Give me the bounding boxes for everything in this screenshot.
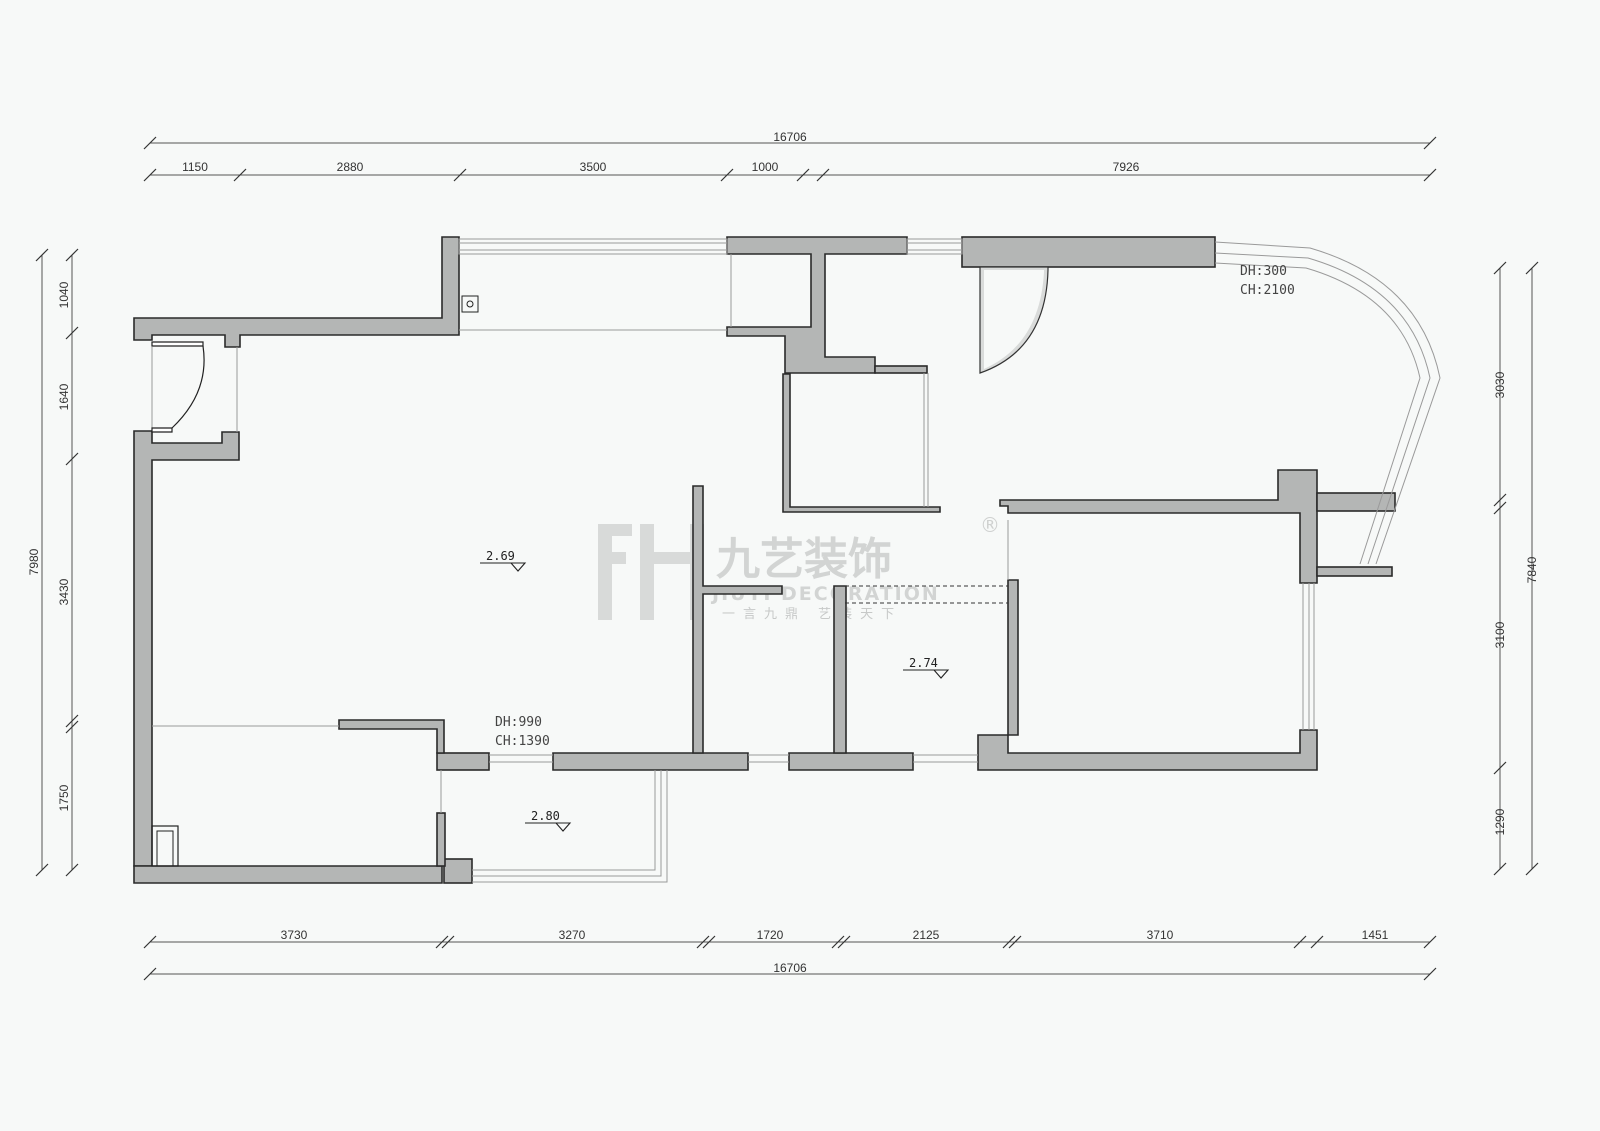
doors <box>151 266 1049 867</box>
dim-top-segment: 1000 <box>752 160 779 174</box>
level-label: 2.80 <box>531 809 560 823</box>
wall-top-left <box>133 236 460 348</box>
level-label: 2.74 <box>909 656 938 670</box>
walls <box>133 236 1396 884</box>
wall-right-top <box>999 469 1318 584</box>
wall-upper-middle <box>726 236 908 374</box>
wall-left <box>133 430 240 867</box>
level-triangle-icon <box>525 822 572 832</box>
window-top-small <box>906 238 963 255</box>
window-dh-label: DH:990 <box>495 715 542 730</box>
balcony-bottom <box>472 770 656 871</box>
dim-top-segment: 2880 <box>337 160 364 174</box>
window-ch-label: CH:1390 <box>495 734 550 749</box>
dim-right-total: 7840 <box>1525 556 1539 583</box>
dim-left-segment: 1640 <box>57 383 71 410</box>
dim-top-segment: 1150 <box>182 160 208 174</box>
watermark-registered: ® <box>980 513 1000 537</box>
balcony-curve <box>1214 241 1441 565</box>
dimension-bottom: 3730 3270 1720 2125 3710 1451 16706 <box>143 928 1437 981</box>
dim-right-segment: 1290 <box>1493 808 1507 835</box>
dim-bottom-segment: 3270 <box>559 928 586 942</box>
wall-right-bottom <box>977 729 1318 771</box>
wall-right-balcony-1 <box>1316 492 1396 512</box>
wall-bottom-inner <box>436 812 446 867</box>
window-annotations: DH:300 CH:2100 DH:990 CH:1390 <box>495 264 1295 749</box>
watermark-brand-cn: 九艺装饰 <box>716 534 892 585</box>
wall-right-balcony-2 <box>1316 566 1393 577</box>
wall-middle-vertical <box>692 485 783 754</box>
dim-bottom-segment: 1451 <box>1362 928 1389 942</box>
dim-bottom-segment: 3710 <box>1147 928 1174 942</box>
stair-icon <box>151 825 179 867</box>
dimension-top: 16706 1150 2880 3500 1000 7926 <box>143 130 1437 182</box>
door-entry-swing <box>171 345 205 429</box>
door-entry-leaf <box>151 341 204 347</box>
wall-bottom-corner <box>443 858 473 884</box>
dim-left-segment: 1750 <box>57 784 71 811</box>
dim-left-segment: 3430 <box>57 578 71 605</box>
level-markers: 2.69 2.74 2.80 <box>480 549 950 832</box>
dim-left-segment: 1040 <box>57 281 71 308</box>
wall-right-inner <box>1007 579 1019 736</box>
window-dh-label: DH:300 <box>1240 264 1287 279</box>
windows <box>151 238 1441 883</box>
dim-bottom-segment: 1720 <box>757 928 784 942</box>
watermark-logo-icon <box>598 524 704 620</box>
wall-center-left <box>788 752 914 771</box>
dim-bottom-segment: 2125 <box>913 928 940 942</box>
dimension-right: 3030 3100 1290 7840 <box>1493 261 1539 876</box>
dim-top-total: 16706 <box>773 130 807 144</box>
socket-icon <box>461 295 479 313</box>
wall-center-vertical <box>833 585 847 754</box>
watermark: 九艺装饰 ® JIUYI DECORATION 一言九鼎 艺装天下 <box>598 513 1000 622</box>
watermark-slogan: 一言九鼎 艺装天下 <box>722 607 902 622</box>
level-triangle-icon <box>480 562 527 572</box>
level-label: 2.69 <box>486 549 515 563</box>
dim-right-segment: 3030 <box>1493 371 1507 398</box>
dim-bottom-total: 16706 <box>773 961 807 975</box>
dim-right-segment: 3100 <box>1493 621 1507 648</box>
dim-top-segment: 3500 <box>580 160 607 174</box>
dimension-left: 7980 1040 1640 3430 1750 <box>27 248 79 877</box>
wall-bathroom-left <box>782 373 941 513</box>
dim-bottom-segment: 3730 <box>281 928 308 942</box>
wall-upper-right <box>961 236 1216 268</box>
level-triangle-icon <box>903 669 950 679</box>
dim-left-total: 7980 <box>27 548 41 575</box>
window-top <box>458 238 728 255</box>
window-ch-label: CH:2100 <box>1240 283 1295 298</box>
wall-middle-bottom <box>552 752 749 771</box>
wall-upper-stub <box>874 365 928 374</box>
dim-top-segment: 7926 <box>1113 160 1140 174</box>
wall-bottom-left <box>133 865 443 884</box>
wall-bottom-stub <box>436 752 490 771</box>
wall-bottom-partition <box>338 719 445 754</box>
